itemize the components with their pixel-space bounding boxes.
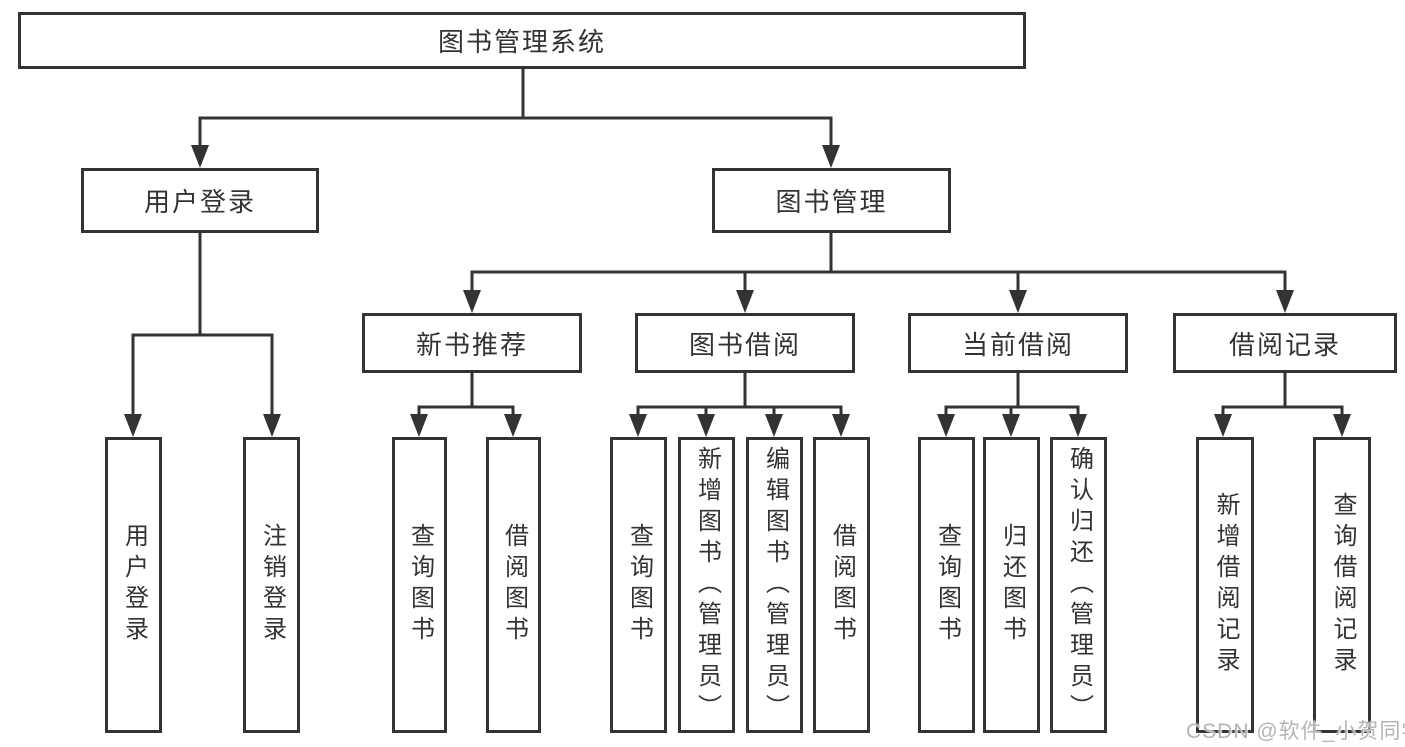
node-book-management-branch: 图书管理 xyxy=(712,168,951,233)
node-leaf-query-borrow-record: 查询借阅记录 xyxy=(1313,437,1371,733)
node-leaf-return-book: 归还图书 xyxy=(983,437,1040,733)
node-leaf-borrow-books-1: 借阅图书 xyxy=(486,437,541,733)
node-book-borrowing: 图书借阅 xyxy=(635,313,855,373)
node-leaf-logout: 注销登录 xyxy=(243,437,300,733)
node-new-book-recommendation: 新书推荐 xyxy=(362,313,582,373)
node-leaf-query-books-2: 查询图书 xyxy=(610,437,667,733)
node-leaf-confirm-return-admin: 确认归还（管理员） xyxy=(1050,437,1107,733)
node-leaf-user-login: 用户登录 xyxy=(105,437,162,733)
node-leaf-query-books-1: 查询图书 xyxy=(392,437,447,733)
node-leaf-borrow-books-2: 借阅图书 xyxy=(813,437,870,733)
node-leaf-add-borrow-record: 新增借阅记录 xyxy=(1196,437,1254,733)
node-leaf-query-books-3: 查询图书 xyxy=(918,437,975,733)
node-current-borrowing: 当前借阅 xyxy=(908,313,1128,373)
node-user-login-branch: 用户登录 xyxy=(81,168,319,233)
node-leaf-add-book-admin: 新增图书（管理员） xyxy=(678,437,735,733)
node-library-management-system: 图书管理系统 xyxy=(18,12,1026,69)
node-borrowing-records: 借阅记录 xyxy=(1173,313,1397,373)
csdn-watermark: CSDN @软件_小贺同学 xyxy=(1186,720,1405,743)
node-leaf-edit-book-admin: 编辑图书（管理员） xyxy=(746,437,803,733)
